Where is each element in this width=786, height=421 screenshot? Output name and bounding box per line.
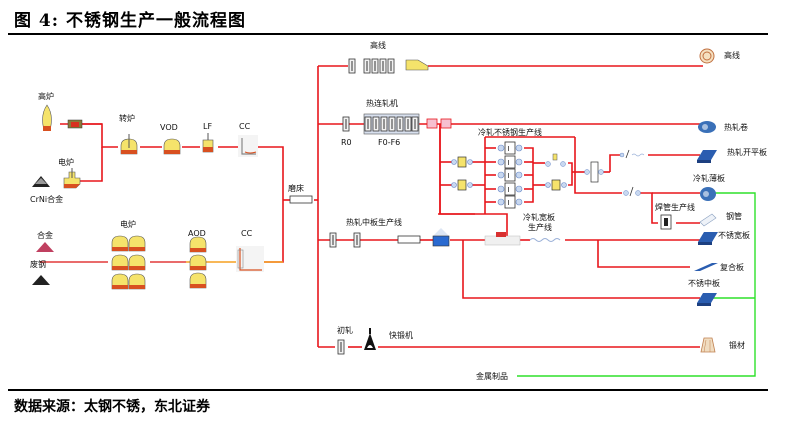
plate-stand-2-icon — [353, 232, 361, 248]
plate-furnace-icon — [397, 235, 421, 244]
product-label-pipe: 钢管 — [726, 211, 742, 221]
cold-wide-line-label-2: 生产线 — [528, 222, 552, 232]
aod-label: AOD — [188, 229, 206, 238]
slitter-icon — [623, 186, 641, 197]
electric-furnace-top-label: 电炉 — [58, 157, 74, 167]
flow-lines — [60, 65, 703, 348]
forging-icon — [700, 337, 716, 353]
f0-f6-stands-icon — [363, 113, 420, 135]
cc-bottom-label: CC — [241, 229, 253, 238]
alloy-pile-icon — [36, 242, 54, 252]
pipe-icon — [699, 213, 717, 227]
tension-leveler-icon — [584, 161, 604, 183]
wire-coil-icon — [699, 48, 715, 64]
cold-wide-line-label-1: 冷轧宽板 — [523, 212, 555, 222]
quench-tank-icon — [432, 228, 450, 247]
forging-press-icon — [364, 328, 376, 350]
alloy-label: 合金 — [37, 230, 53, 240]
cc-top-label: CC — [239, 122, 251, 131]
vod-label: VOD — [160, 123, 178, 132]
figure-title: 图 4: 不锈钢生产一般流程图 — [14, 11, 246, 31]
scrap-pile-icon — [32, 275, 50, 285]
product-label-wide-plate: 不锈宽板 — [718, 230, 750, 240]
blast-furnace-icon — [42, 104, 52, 131]
clad-plate-icon — [694, 263, 718, 271]
r0-label: R0 — [341, 138, 352, 147]
metal-products-label: 金属制品 — [476, 371, 508, 381]
coiler-icon — [426, 118, 452, 129]
wire-rod-mill-label: 高线 — [370, 40, 386, 50]
hot-plate-line-label: 热轧中板生产线 — [346, 217, 402, 227]
annealing-pickling-icon — [451, 156, 473, 191]
cc-top-icon — [238, 135, 258, 157]
hot-metal-car-icon — [67, 119, 83, 129]
electric-furnace-bank-icon — [111, 235, 146, 290]
product-label-medium-plate: 不锈中板 — [688, 278, 720, 288]
cc-bottom-icon — [236, 246, 264, 272]
cold-rolling-mills-icon — [497, 141, 523, 209]
crni-alloy-label: CrNi合金 — [30, 194, 63, 204]
product-label-forging: 锻材 — [729, 340, 745, 350]
blast-furnace-label: 高炉 — [38, 91, 54, 101]
cold-rolled-line-label: 冷轧不锈钢生产线 — [478, 127, 542, 137]
crni-alloy-pile-icon — [32, 176, 50, 187]
hot-sheet-icon — [697, 150, 717, 163]
bottom-rule — [8, 389, 768, 391]
lf-label: LF — [203, 122, 212, 131]
plate-shear-icon — [484, 232, 521, 246]
product-label-wire-rod: 高线 — [724, 50, 740, 60]
pipe-welder-icon — [660, 214, 672, 230]
pipe-line-label: 焊管生产线 — [655, 202, 695, 212]
lf-icon — [202, 133, 214, 153]
forging-press-label: 快锻机 — [389, 330, 413, 340]
top-rule — [8, 33, 768, 35]
hot-coil-icon — [698, 121, 716, 133]
product-label-hot-sheet: 热轧开平板 — [727, 147, 767, 157]
cold-wide-rolls-icon — [529, 238, 561, 242]
grinder-icon — [289, 195, 313, 204]
product-label-cold-sheet: 冷轧薄板 — [693, 173, 725, 183]
electric-furnace-icon — [63, 168, 81, 189]
blooming-stand-icon — [337, 339, 345, 355]
hot-strip-mill-label: 热连轧机 — [366, 98, 398, 108]
converter-icon — [120, 134, 138, 155]
r0-stand-icon — [342, 116, 350, 132]
wide-plate-icon — [698, 232, 718, 245]
product-label-hot-coil: 热轧卷 — [724, 122, 748, 132]
medium-plate-icon — [697, 293, 717, 306]
plate-stand-1-icon — [329, 232, 337, 248]
scrap-label: 废钢 — [30, 259, 46, 269]
shear-icon — [619, 149, 645, 159]
product-label-clad-plate: 复合板 — [720, 262, 744, 272]
electric-furnace-bottom-label: 电炉 — [120, 219, 136, 229]
grinder-label: 磨床 — [288, 183, 304, 193]
metal-products-link — [517, 192, 756, 377]
converter-label: 转炉 — [119, 113, 135, 123]
wire-rod-mill-icon — [348, 58, 429, 74]
blooming-label: 初轧 — [337, 325, 353, 335]
vod-icon — [163, 138, 181, 155]
cold-coil-icon — [700, 187, 716, 201]
skin-pass-icon — [545, 153, 567, 191]
data-source: 数据来源：太钢不锈，东北证券 — [14, 399, 210, 415]
aod-bank-icon — [189, 236, 207, 289]
f0-f6-label: F0-F6 — [378, 138, 400, 147]
